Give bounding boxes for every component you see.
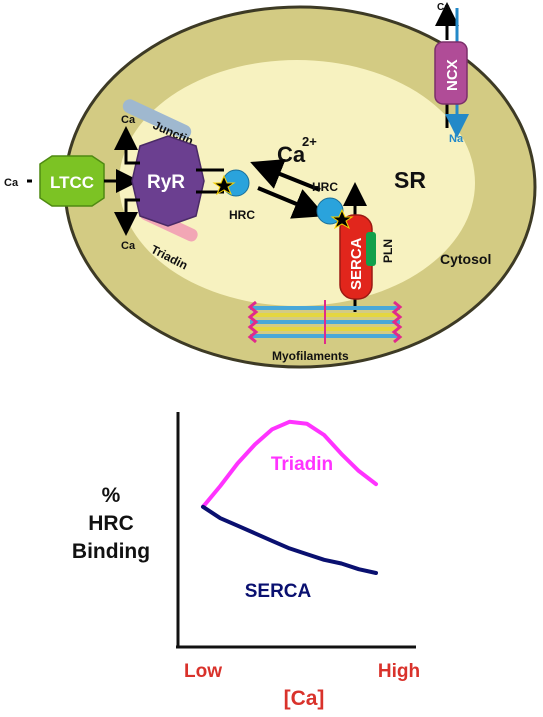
hrc-left: HRC [212,169,255,222]
hrc-right-star-icon [330,208,354,230]
cytosol-label: Cytosol [440,251,491,267]
hrc-to-serca-arrow [257,186,326,219]
ryr-ca-release-bottom-arrow [114,198,140,236]
ltcc-channel: Ca LTCC [4,155,140,207]
hrc-left-star-icon [212,174,236,196]
ltcc-label: LTCC [50,173,94,192]
ncx-label: NCX [444,59,461,91]
ltcc-shape [39,155,105,207]
junctin-protein [122,99,192,139]
series-line-serca [201,504,378,575]
chart-xlabel: [Ca] [284,687,325,710]
ltcc-ca-label: Ca [4,177,19,189]
pln-protein [366,232,376,266]
ncx-na-label: Na [449,133,464,145]
myofilament-zline-left [247,300,259,344]
chart-x-tick-low: Low [184,661,222,682]
series-label-triadin: Triadin [271,454,333,475]
sr-ellipse [119,60,475,306]
ncx-shape [434,41,468,105]
chart-ylabel-line-2: HRC [88,512,134,535]
series-line-triadin [201,419,378,509]
chart-ylabel-line-1: % [102,484,121,507]
serca-label: SERCA [348,237,365,290]
myofilament-zline-right [391,300,403,344]
ryr-ca-release-top-arrow [114,126,140,165]
ryr-ca-bottom-label: Ca [121,240,136,252]
hrc-left-label: HRC [229,208,255,222]
ncx-ca-label: Ca [437,2,450,13]
myofilaments-label: Myofilaments [272,349,349,363]
cell-diagram: SR Ca 2+ Cytosol Ca LTCC Junctin Triadin… [4,2,537,369]
chart-ylabel-line-3: Binding [72,540,150,563]
myofilaments: Myofilaments [247,300,403,363]
hrc-right-label: HRC [312,180,338,194]
ncx-exchanger: Ca Na NCX [434,2,469,145]
ryr-ca-top-label: Ca [121,114,136,126]
ryr-label: RyR [147,172,185,193]
serca-complex: HRC SERCA PLN [312,180,395,312]
pln-label: PLN [381,239,395,263]
hrc-to-ryr-arrow [250,159,321,192]
ryr-channel [131,135,205,227]
chart-x-tick-high: High [378,661,420,682]
sr-label: SR [394,167,426,193]
ca-ion-superscript: 2+ [302,134,317,149]
series-label-serca: SERCA [245,581,312,602]
